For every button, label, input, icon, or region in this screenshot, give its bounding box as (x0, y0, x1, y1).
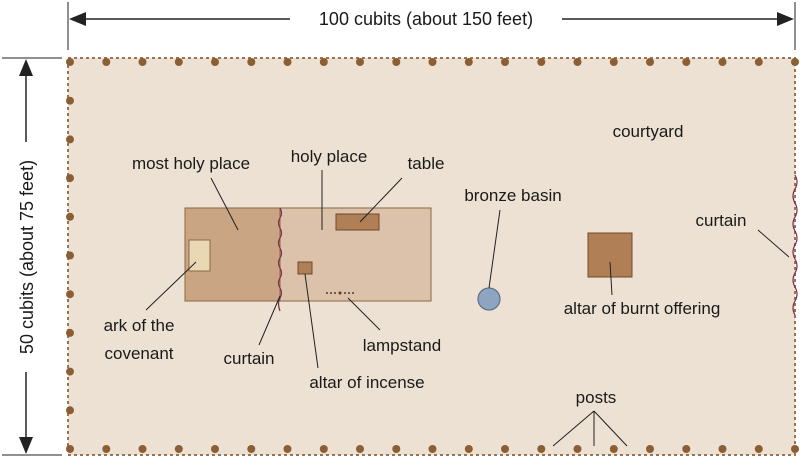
post (356, 445, 364, 453)
courtyard-border (67, 57, 796, 456)
arrow-left-icon (69, 12, 86, 26)
most-holy-place-label: most holy place (132, 154, 250, 173)
post (464, 445, 473, 453)
table (335, 213, 380, 231)
post (646, 58, 654, 66)
post (754, 58, 763, 66)
post (66, 290, 74, 299)
post (501, 445, 509, 453)
post (66, 96, 74, 105)
altar-of-burnt-offering (587, 232, 633, 278)
post (102, 58, 111, 66)
post (646, 445, 654, 453)
post (682, 445, 691, 453)
altar-of-incense-label: altar of incense (309, 373, 424, 392)
post (682, 58, 691, 66)
post (319, 58, 328, 66)
inner-curtain-label: curtain (223, 349, 274, 368)
lampstand-label: lampstand (363, 336, 441, 355)
post (174, 58, 183, 66)
post (464, 58, 473, 66)
post (138, 445, 147, 453)
leader-lines (145, 170, 790, 447)
post (609, 445, 618, 453)
altar-of-incense (297, 261, 313, 275)
post (283, 58, 292, 66)
post (283, 445, 292, 453)
arrow-right-icon (777, 12, 794, 26)
post (392, 445, 401, 453)
post (573, 58, 582, 66)
post (428, 445, 437, 453)
post (66, 174, 74, 183)
ark-label-line1: ark of the (104, 316, 175, 335)
post (537, 58, 546, 66)
post (66, 212, 74, 221)
inner-curtain (277, 207, 283, 312)
post (211, 58, 219, 66)
courtyard-label: courtyard (613, 122, 684, 141)
post (66, 328, 74, 337)
height-label: 50 cubits (about 75 feet) (17, 160, 37, 354)
table-label: table (408, 154, 445, 173)
post (247, 58, 256, 66)
bronze-basin-label: bronze basin (464, 186, 561, 205)
post (138, 58, 147, 66)
post (102, 445, 111, 453)
post (211, 445, 219, 453)
width-label: 100 cubits (about 150 feet) (319, 9, 533, 29)
width-dimension: 100 cubits (about 150 feet) (67, 2, 796, 50)
post (609, 58, 618, 66)
east-curtain (792, 174, 798, 316)
post (174, 445, 183, 453)
post (754, 445, 763, 453)
holy-place-label: holy place (291, 147, 368, 166)
post (392, 58, 401, 66)
courtyard-posts (66, 58, 799, 453)
post (428, 58, 437, 66)
post (66, 406, 74, 415)
post (66, 135, 74, 144)
post (791, 58, 799, 66)
post (319, 445, 328, 453)
posts-label: posts (576, 388, 617, 407)
arrow-up-icon (19, 59, 33, 76)
post (356, 58, 364, 66)
east-curtain-label: curtain (695, 211, 746, 230)
post (501, 58, 509, 66)
post (573, 445, 582, 453)
post (66, 251, 74, 260)
ark-label-line2: covenant (105, 344, 174, 363)
bronze-basin (477, 287, 501, 311)
post (718, 58, 727, 66)
post (718, 445, 727, 453)
height-dimension: 50 cubits (about 75 feet) (2, 57, 62, 456)
lampstand (326, 291, 354, 295)
post (791, 445, 799, 453)
post (247, 445, 256, 453)
arrow-down-icon (19, 437, 33, 454)
post (537, 445, 546, 453)
altar-of-burnt-offering-label: altar of burnt offering (564, 299, 721, 318)
post (66, 445, 74, 453)
post (66, 58, 74, 66)
post (66, 367, 74, 376)
